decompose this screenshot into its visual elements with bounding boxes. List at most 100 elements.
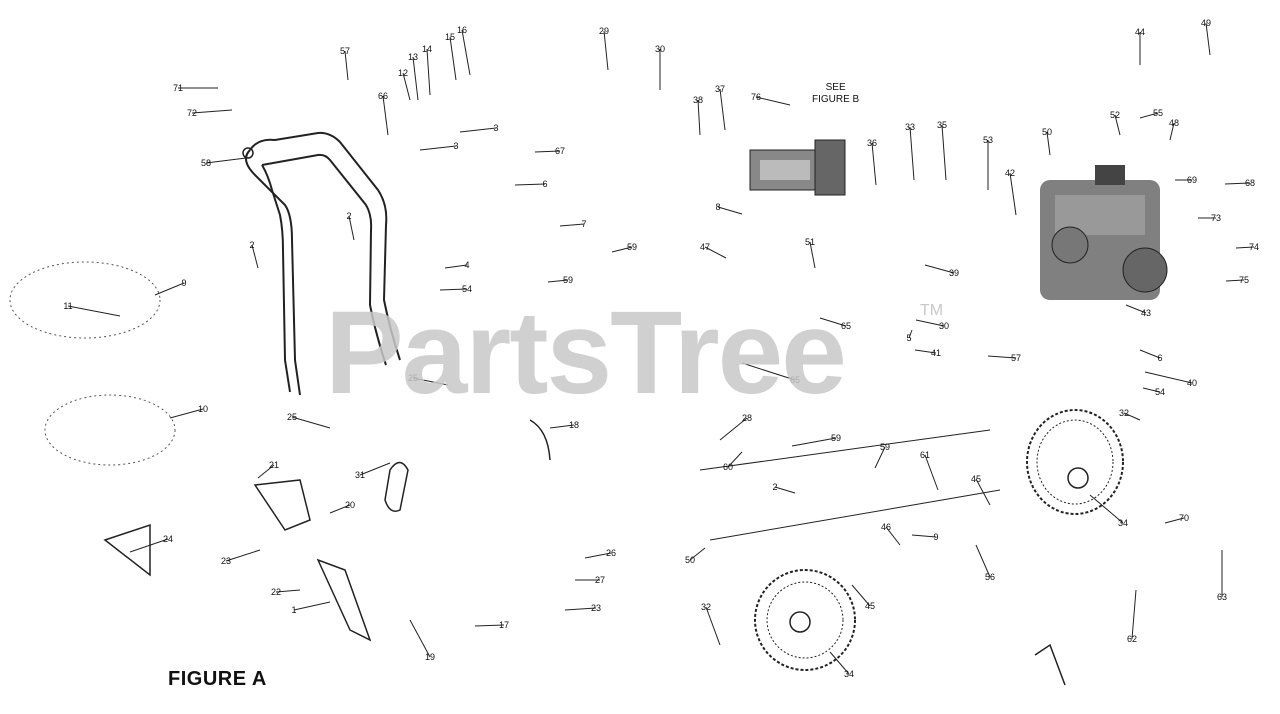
callout-label-55: 55 <box>1153 108 1163 118</box>
callout-leader-line <box>689 547 706 561</box>
callout-leader-line <box>809 241 816 269</box>
cover-part <box>9 261 176 466</box>
callout-label-2: 2 <box>346 211 351 221</box>
engine-part <box>1040 165 1168 300</box>
callout-label-59: 59 <box>831 433 841 443</box>
callout-leader-line <box>909 126 915 181</box>
callout-label-34: 34 <box>1118 518 1128 528</box>
callout-leader-line <box>1235 246 1255 249</box>
callout-leader-line <box>705 606 721 646</box>
callout-label-37: 37 <box>715 84 725 94</box>
callout-label-60: 60 <box>723 462 733 472</box>
callout-label-67: 67 <box>555 146 565 156</box>
callout-leader-line <box>1125 304 1147 314</box>
callout-label-50: 50 <box>685 555 695 565</box>
callout-leader-line <box>293 601 331 611</box>
callout-leader-line <box>941 124 947 181</box>
callout-label-40: 40 <box>1187 378 1197 388</box>
callout-label-75: 75 <box>1239 275 1249 285</box>
see-note-line1: SEE <box>825 82 846 93</box>
callout-label-13: 13 <box>408 52 418 62</box>
callout-label-38: 38 <box>693 95 703 105</box>
callout-leader-line <box>791 437 837 447</box>
frame-part <box>103 419 1066 686</box>
callout-leader-line <box>329 504 351 514</box>
callout-leader-line <box>129 538 169 553</box>
callout-leader-line <box>534 150 561 153</box>
callout-label-4: 4 <box>464 260 469 270</box>
callout-label-50: 50 <box>1042 127 1052 137</box>
callout-label-63: 63 <box>1217 592 1227 602</box>
callout-label-17: 17 <box>499 620 509 630</box>
callout-label-54: 54 <box>462 284 472 294</box>
callout-label-48: 48 <box>1169 118 1179 128</box>
callout-leader-line <box>564 607 597 611</box>
callout-leader-line <box>382 95 389 136</box>
callout-label-45: 45 <box>971 474 981 484</box>
callout-leader-line <box>257 464 275 479</box>
callout-label-45: 45 <box>865 601 875 611</box>
callout-label-34: 34 <box>844 669 854 679</box>
callout-label-59: 59 <box>880 442 890 452</box>
callout-leader-line <box>911 534 937 538</box>
callout-leader-line <box>67 305 121 317</box>
callout-label-70: 70 <box>1179 513 1189 523</box>
see-figure-note: SEE FIGURE B <box>812 82 859 106</box>
callout-leader-line <box>344 50 349 81</box>
callout-label-30: 30 <box>655 44 665 54</box>
callout-label-20: 20 <box>345 500 355 510</box>
callout-leader-line <box>514 183 546 186</box>
callout-leader-line <box>1225 279 1245 282</box>
callout-leader-line <box>474 624 505 627</box>
callout-label-27: 27 <box>595 575 605 585</box>
callout-leader-line <box>924 264 955 274</box>
callout-label-8: 8 <box>715 202 720 212</box>
callout-label-66: 66 <box>378 91 388 101</box>
callout-leader-line <box>871 142 877 186</box>
callout-leader-line <box>1089 494 1124 524</box>
callout-label-23: 23 <box>591 603 601 613</box>
callout-leader-line <box>275 589 301 593</box>
callout-leader-line <box>1114 114 1121 136</box>
callout-leader-line <box>1224 182 1251 185</box>
callout-leader-line <box>584 552 612 559</box>
callout-leader-line <box>914 349 937 354</box>
callout-leader-line <box>885 526 901 546</box>
callout-label-65: 65 <box>790 375 800 385</box>
callout-label-44: 44 <box>1135 27 1145 37</box>
callout-leader-line <box>412 56 419 101</box>
see-note-line2: FIGURE B <box>812 94 860 105</box>
callout-label-2: 2 <box>249 240 254 250</box>
callout-leader-line <box>1131 589 1137 640</box>
callout-leader-line <box>603 30 609 71</box>
callout-label-31: 31 <box>355 470 365 480</box>
callout-label-28: 28 <box>742 413 752 423</box>
callout-leader-line <box>348 215 355 241</box>
callout-label-22: 22 <box>271 587 281 597</box>
callout-leader-line <box>1164 517 1185 524</box>
callout-leader-line <box>697 99 701 136</box>
callout-leader-line <box>205 157 247 164</box>
callout-label-43: 43 <box>1141 308 1151 318</box>
callout-label-68: 68 <box>1245 178 1255 188</box>
callout-leader-line <box>439 288 468 291</box>
callout-leader-line <box>719 417 748 441</box>
callout-label-65: 65 <box>841 321 851 331</box>
callout-label-52: 52 <box>1110 110 1120 120</box>
callout-label-35: 35 <box>937 120 947 130</box>
callout-leader-line <box>409 619 431 658</box>
callout-leader-line <box>444 264 468 269</box>
callout-leader-line <box>719 88 726 131</box>
callout-leader-line <box>549 424 575 429</box>
callout-label-56: 56 <box>985 572 995 582</box>
callout-leader-line <box>1205 22 1211 56</box>
callout-label-6: 6 <box>1157 353 1162 363</box>
callout-label-57: 57 <box>1011 353 1021 363</box>
callout-leader-line <box>459 127 497 133</box>
pump-part <box>749 139 846 196</box>
callout-leader-line <box>727 451 743 468</box>
callout-leader-line <box>461 29 471 76</box>
callout-label-59: 59 <box>563 275 573 285</box>
callout-label-1: 1 <box>291 605 296 615</box>
